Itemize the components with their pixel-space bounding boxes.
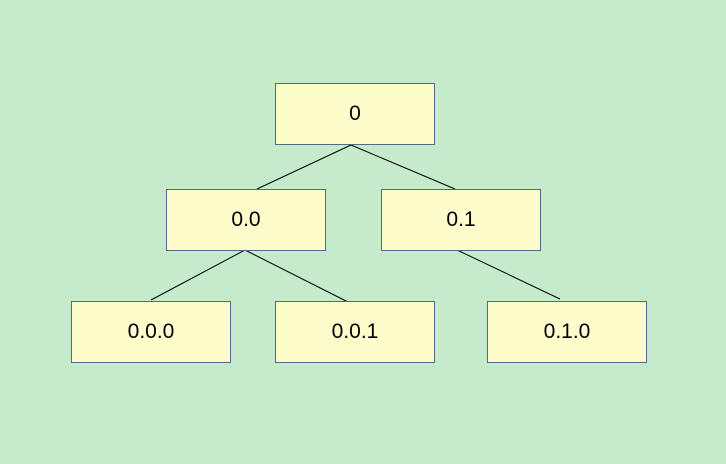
tree-node-root: 0 — [275, 83, 435, 145]
tree-node-label: 0.1 — [446, 208, 476, 231]
edge-0-to-0.0 — [256, 144, 352, 190]
tree-node-leaf: 0.1.0 — [487, 301, 647, 363]
tree-node-leaf: 0.0.0 — [71, 301, 231, 363]
edge-0-to-0.1 — [350, 144, 456, 190]
tree-node: 0.1 — [381, 189, 541, 251]
tree-node-label: 0.0.0 — [127, 320, 175, 343]
tree-node-label: 0.0 — [231, 208, 261, 231]
tree-node: 0.0 — [166, 189, 326, 251]
edge-0.0-to-0.0.0 — [150, 249, 246, 301]
edge-0.1-to-0.1.0 — [456, 249, 561, 300]
edge-0.0-to-0.0.1 — [244, 249, 349, 303]
tree-node-leaf: 0.0.1 — [275, 301, 435, 363]
tree-node-label: 0.0.1 — [331, 320, 379, 343]
tree-node-label: 0 — [349, 102, 361, 125]
tree-node-label: 0.1.0 — [543, 320, 591, 343]
